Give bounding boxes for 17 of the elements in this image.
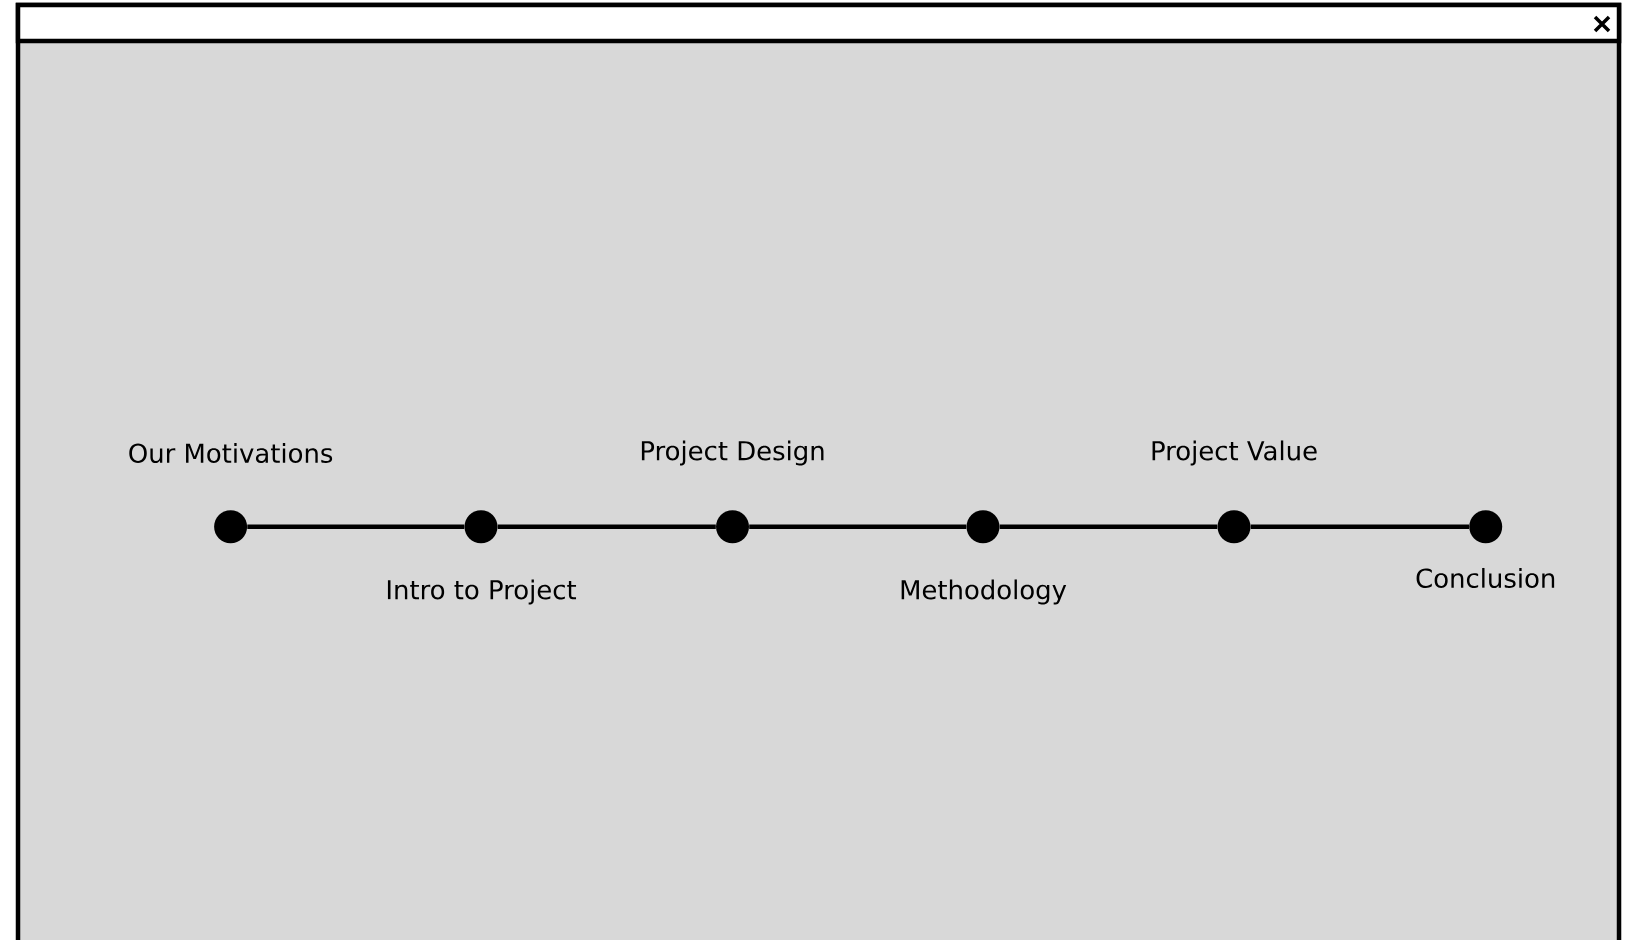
timeline-line [1250, 524, 1469, 529]
timeline-dot [716, 510, 749, 544]
timeline-dot [464, 510, 498, 544]
milestone-label: Project Value [1152, 440, 1317, 466]
timeline-dot [966, 510, 1000, 544]
milestone-label: Conclusion [1416, 567, 1555, 588]
milestone-label: Our Motivations [129, 442, 333, 463]
timeline-line [999, 524, 1218, 529]
timeline-dot [1469, 510, 1503, 544]
milestone-label: Project Design [641, 440, 824, 466]
timeline-line [749, 524, 967, 529]
timeline-dot [1217, 510, 1251, 544]
timeline-line [247, 524, 465, 529]
timeline-dot [214, 510, 248, 544]
timeline-line [497, 524, 716, 529]
milestone-label: Methodology [901, 579, 1067, 605]
milestone-label: Intro to Project [387, 579, 577, 605]
